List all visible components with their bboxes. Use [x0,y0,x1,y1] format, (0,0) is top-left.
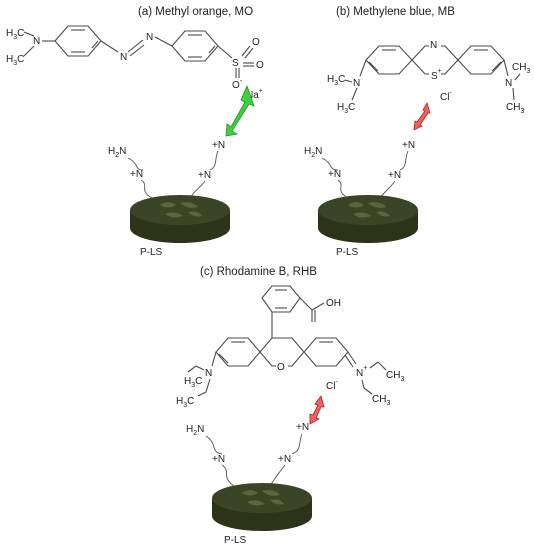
mo-electrostatic-arrow [225,84,255,137]
mo-oxygen-right: O [256,60,264,71]
mb-electrostatic-arrow [413,101,431,131]
support-disk-c: H2N +N +N +N P-LS [186,422,312,546]
mb-right-methyl-bottom: CH3 [506,102,524,115]
rhb-left-methyl-top: H3C [184,376,202,389]
mb-right-n: N [505,78,512,89]
mb-left-methyl-bottom: H3C [337,102,355,115]
panel-methyl-orange: (a) Methyl orange, MO H3C N H3C N N S O [6,6,264,137]
mb-left-methyl-top: H3C [327,74,345,87]
disk-c-quat-n-right: +N [278,454,291,465]
disk-c-top [212,483,312,513]
mb-left-n: N [353,78,360,89]
disk-a-quat-n-left: +N [130,169,143,180]
mo-methyl-top: H3C [6,28,24,41]
mo-oxygen-top: O [252,37,260,48]
rhb-electrostatic-arrow [309,395,325,425]
disk-b-quat-n-right: +N [388,170,401,181]
disk-b-amine: H2N [304,146,322,159]
panel-b-title: (b) Methylene blue, MB [336,6,455,18]
mb-ring-n: N [430,40,437,51]
mo-amine-n: N [33,36,40,47]
disk-b-quat-n-top: +N [402,140,415,151]
disk-a-top [130,195,230,225]
disk-a-quat-n-right: +N [198,170,211,181]
mb-right-methyl-top: CH3 [512,62,530,75]
rhb-acid-oh: OH [326,298,341,309]
panel-c-title: (c) Rhodamine B, RHB [200,266,317,278]
disk-c-quat-n-left: +N [212,454,225,465]
mo-oxide: O- [232,78,243,91]
disk-b-quat-n-left: +N [328,169,341,180]
support-disk-a: H2N +N +N +N P-LS [108,140,230,258]
rhb-left-methyl-bottom: H3C [176,396,194,409]
panel-methylene-blue: (b) Methylene blue, MB N S+ Cl- N H3C H3… [327,6,530,131]
support-disk-b: H2N +N +N +N P-LS [304,140,418,258]
rhb-right-n: N+ [356,365,367,379]
rhb-right-methyl-bottom: CH3 [372,394,390,407]
mo-sodium: Na+ [246,88,263,101]
rhb-left-n: N [205,368,212,379]
disk-b-top [318,195,418,225]
mb-ring-s: S+ [431,68,442,82]
mo-methyl-bottom: H3C [6,54,24,67]
panel-a-title: (a) Methyl orange, MO [138,6,253,18]
panel-rhodamine-b: (c) Rhodamine B, RHB OH O N H3C H3C N+ [176,266,404,425]
rhb-right-methyl-top: CH3 [386,370,404,383]
mo-sulfur: S [232,58,239,69]
disk-b-label: P-LS [336,247,359,258]
disk-a-quat-n-top: +N [212,140,225,151]
disk-a-label: P-LS [140,247,163,258]
disk-c-quat-n-top: +N [296,422,309,433]
disk-c-label: P-LS [224,535,247,546]
disk-a-amine: H2N [108,146,126,159]
mb-chloride: Cl- [440,90,452,103]
rhb-chloride: Cl- [326,379,338,392]
rhb-ring-o: O [277,362,285,373]
disk-c-amine: H2N [186,424,204,437]
mo-azo-n2: N [146,32,153,43]
mo-azo-n1: N [120,52,127,63]
